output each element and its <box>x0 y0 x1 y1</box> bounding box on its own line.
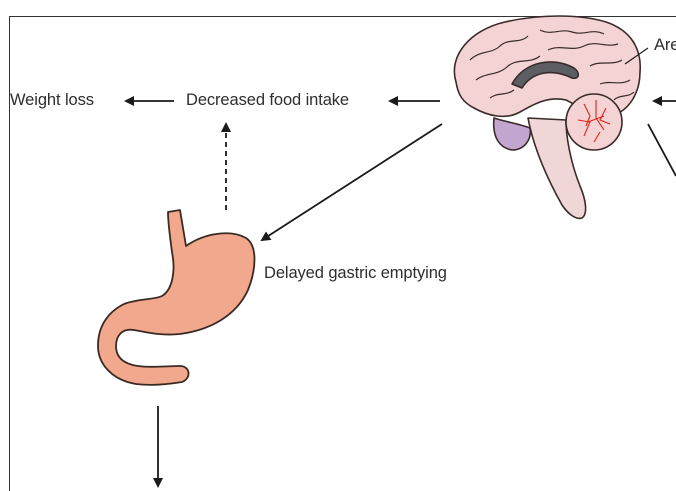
temporal-region <box>494 118 531 150</box>
area-label-partial: Are <box>654 36 676 55</box>
decreased-food-intake-label: Decreased food intake <box>186 91 349 110</box>
stomach-body <box>98 210 255 385</box>
arrow-to-stomach <box>262 124 442 240</box>
stomach-illustration <box>98 210 255 385</box>
delayed-gastric-emptying-label: Delayed gastric emptying <box>264 264 447 283</box>
weight-loss-label: Weight loss <box>10 91 94 110</box>
brain-illustration <box>454 16 640 218</box>
line-to-right-edge <box>648 124 676 176</box>
